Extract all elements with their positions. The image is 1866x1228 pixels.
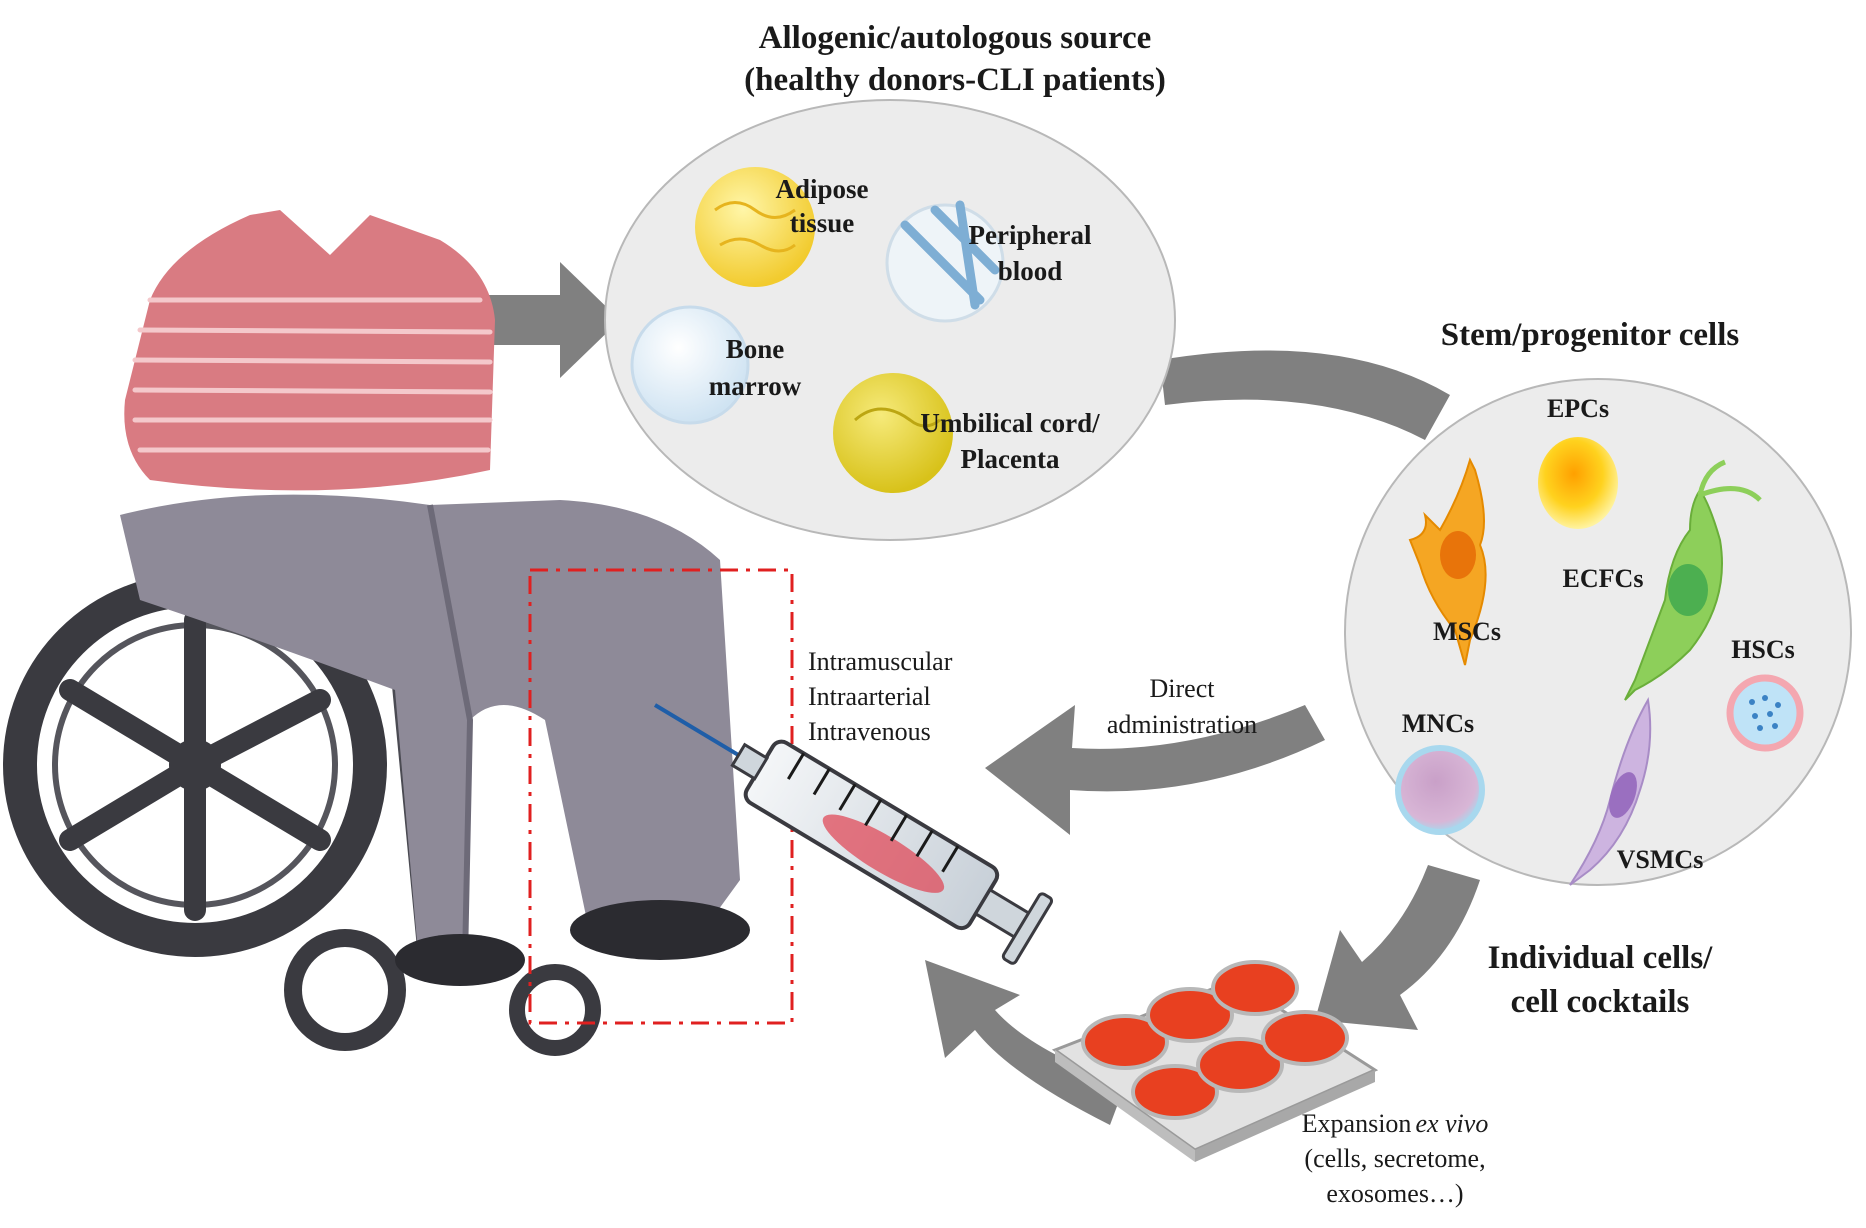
left-shoe (395, 934, 525, 986)
stem-title: Stem/progenitor cells (1441, 317, 1740, 353)
route-intraarterial: Intraarterial (808, 682, 931, 711)
epc-icon (1538, 437, 1618, 529)
route-intramuscular: Intramuscular (808, 647, 953, 676)
bone-label-line1: Bone (726, 334, 785, 364)
hsc-label: HSCs (1731, 635, 1795, 664)
syringe (653, 703, 1054, 965)
arrow-patient-to-source (470, 262, 620, 378)
arrow-expansion-to-patient (925, 960, 1125, 1125)
vsmc-label: VSMCs (1617, 845, 1704, 874)
patient-in-wheelchair (3, 210, 794, 1056)
individual-line1: Individual cells/ (1488, 940, 1713, 976)
injection-site-box (528, 568, 794, 1025)
bone-marrow-icon (630, 305, 750, 425)
flow-arrows (470, 262, 1480, 1125)
mnc-label: MNCs (1402, 709, 1474, 738)
adipose-label-line2: tissue (790, 208, 855, 238)
adipose-tissue-icon (695, 167, 815, 287)
arrow-source-to-stem (1160, 350, 1450, 440)
individual-cells-text: Individual cells/ cell cocktails (1488, 940, 1713, 1020)
route-intravenous: Intravenous (808, 717, 931, 746)
direct-line2: administration (1107, 710, 1257, 739)
source-title-line1: Allogenic/autologous source (759, 20, 1152, 56)
source-panel: Allogenic/autologous source (healthy don… (604, 20, 1176, 541)
source-title-line2: (healthy donors-CLI patients) (744, 62, 1166, 98)
front-wheel-2 (509, 964, 601, 1056)
epc-label: EPCs (1547, 394, 1609, 423)
bone-label-line2: marrow (709, 371, 802, 401)
arrow-stem-to-expansion (1315, 865, 1480, 1030)
expansion-line3: exosomes…) (1326, 1179, 1463, 1208)
vsmc-icon (1569, 697, 1652, 886)
culture-wells (1081, 960, 1349, 1120)
umbilical-label-line1: Umbilical cord/ (920, 408, 1100, 438)
direct-administration-text: Direct administration (1107, 674, 1257, 739)
expansion-line2: (cells, secretome, (1304, 1144, 1485, 1173)
hsc-icon (1726, 674, 1804, 752)
ecfc-label: ECFCs (1563, 564, 1644, 593)
stem-cells-panel: Stem/progenitor cells EPCs MSCs ECFCs HS… (1344, 317, 1852, 886)
umbilical-cord-icon (833, 373, 953, 493)
peripheral-label-line1: Peripheral (969, 220, 1092, 250)
msc-label: MSCs (1433, 617, 1501, 646)
front-wheel (284, 929, 406, 1051)
culture-plate (1051, 960, 1379, 1162)
peripheral-label-line2: blood (998, 256, 1063, 286)
umbilical-label-line2: Placenta (961, 444, 1060, 474)
direct-line1: Direct (1150, 674, 1216, 703)
shirt-stripes (132, 297, 493, 453)
mnc-icon (1395, 745, 1485, 835)
expansion-prefix: Expansion (1302, 1109, 1412, 1138)
pants (120, 494, 740, 975)
right-shoe (570, 900, 750, 960)
arrow-direct-administration (985, 705, 1325, 835)
individual-line2: cell cocktails (1511, 984, 1690, 1020)
expansion-italic: ex vivo (1415, 1109, 1488, 1138)
adipose-label-line1: Adipose (775, 174, 868, 204)
routes-text: Intramuscular Intraarterial Intravenous (808, 647, 953, 746)
